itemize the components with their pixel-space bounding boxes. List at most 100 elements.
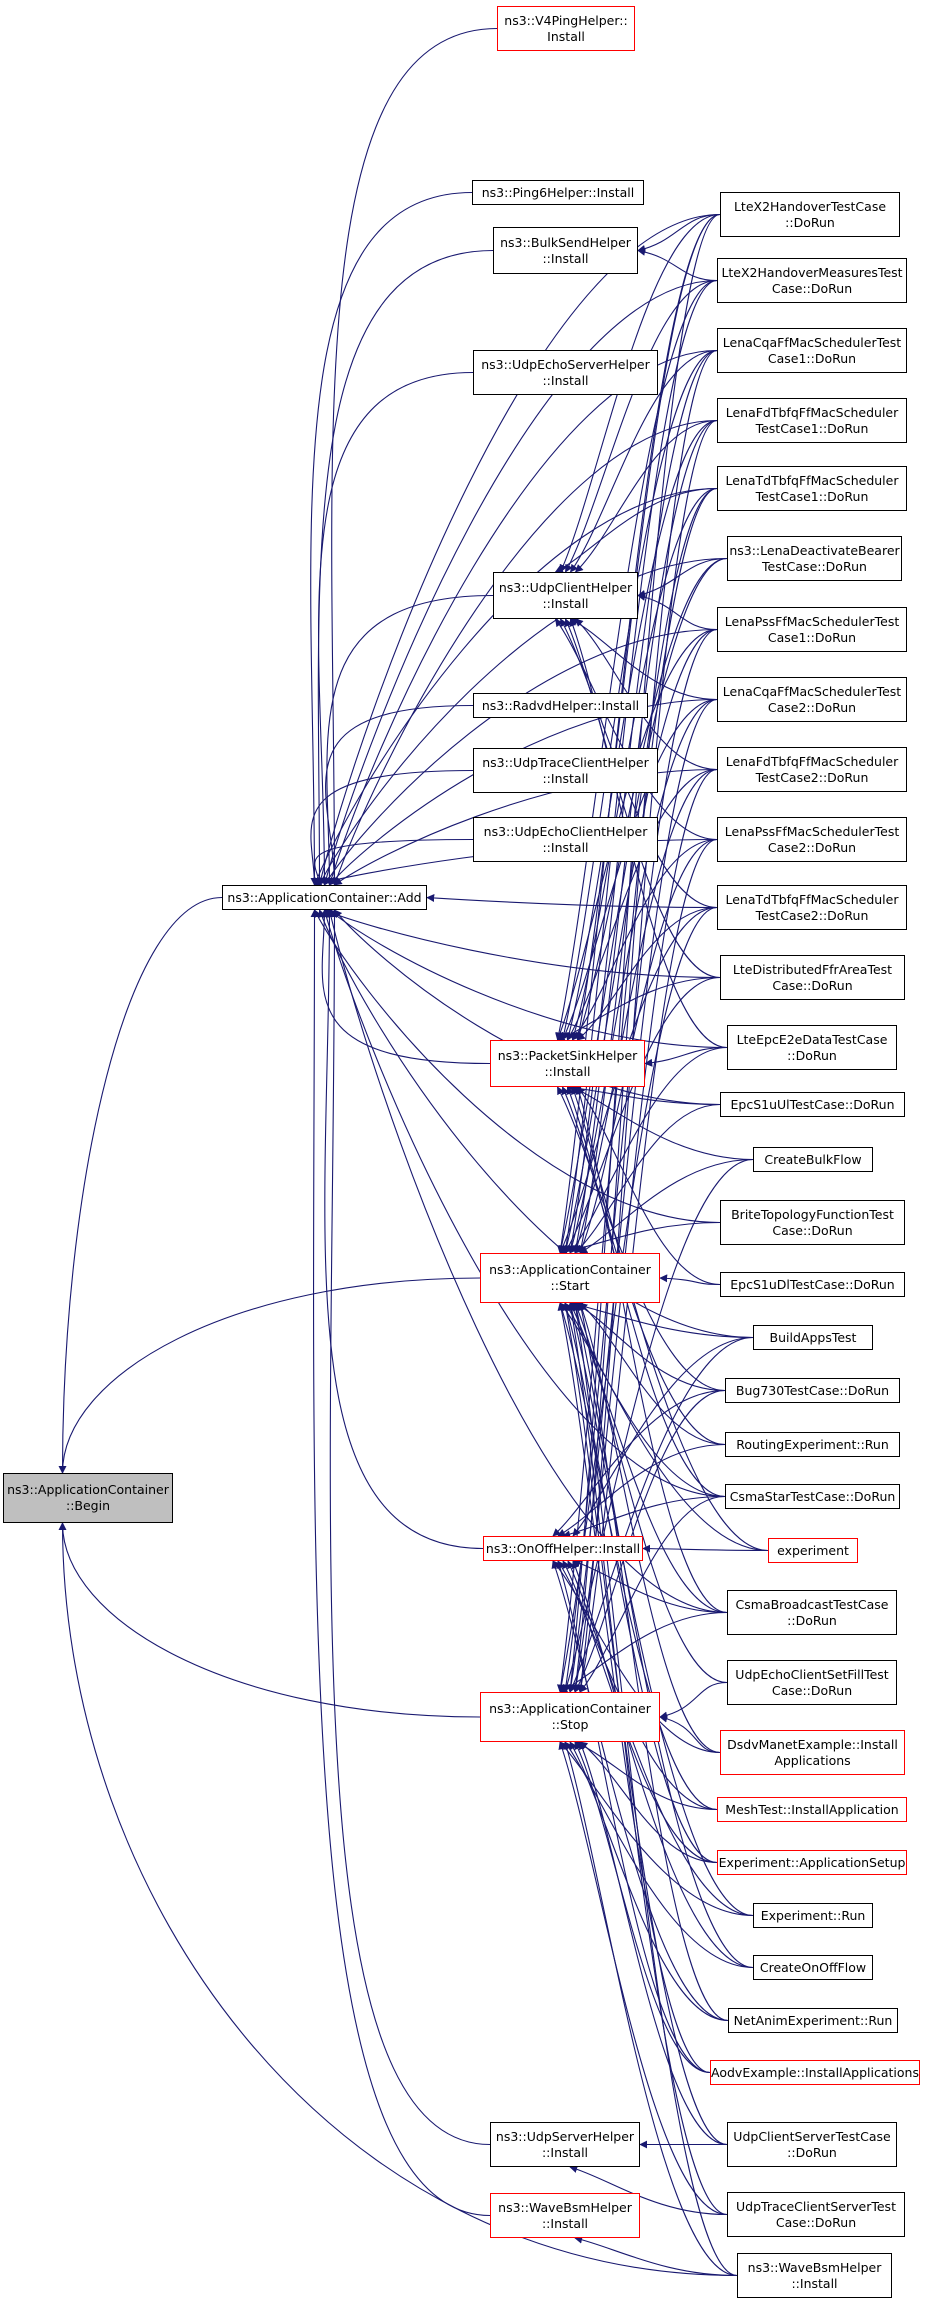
node-ltex2hom[interactable]: LteX2HandoverMeasuresTest Case::DoRun xyxy=(717,258,907,303)
node-udpechofill[interactable]: UdpEchoClientSetFillTest Case::DoRun xyxy=(727,1660,897,1705)
edge-pss1-to-start xyxy=(562,628,718,1254)
node-bug730[interactable]: Bug730TestCase::DoRun xyxy=(725,1378,900,1403)
node-v4ping[interactable]: ns3::V4PingHelper:: Install xyxy=(497,6,635,51)
node-tdtbfq1[interactable]: LenaTdTbfqFfMacScheduler TestCase1::DoRu… xyxy=(717,466,907,511)
edge-aodv-to-stop xyxy=(574,1741,711,2074)
edge-ltex2hom-to-start xyxy=(562,279,718,1254)
node-wavebsm2[interactable]: ns3::WaveBsmHelper ::Install xyxy=(737,2253,892,2298)
edge-udpcs-to-stop xyxy=(578,1741,728,2146)
node-udptracecs[interactable]: UdpTraceClientServerTest Case::DoRun xyxy=(727,2192,905,2237)
edge-udptracecs-to-start xyxy=(567,1302,728,2216)
edge-cqa1-to-start xyxy=(567,349,718,1254)
edge-wavebsm2-to-wavebsm xyxy=(574,2235,738,2277)
edge-brite-to-start xyxy=(559,1221,721,1256)
node-cqa1[interactable]: LenaCqaFfMacSchedulerTest Case1::DoRun xyxy=(717,328,907,373)
edge-ltedistffr-to-packetsink xyxy=(556,976,721,1042)
edge-udpcs-to-start xyxy=(562,1302,728,2146)
node-stop[interactable]: ns3::ApplicationContainer ::Stop xyxy=(480,1692,660,1742)
node-ping6[interactable]: ns3::Ping6Helper::Install xyxy=(472,180,644,205)
node-udpechoclient[interactable]: ns3::UdpEchoClientHelper ::Install xyxy=(473,817,658,862)
edge-ltedistffr-to-add xyxy=(323,909,721,979)
edge-tdtbfq2-to-add xyxy=(426,893,718,909)
node-createbulk[interactable]: CreateBulkFlow xyxy=(753,1147,873,1172)
edge-routingexp-to-start xyxy=(579,1302,726,1446)
edge-pss2-to-stop xyxy=(577,838,718,1693)
edge-tdtbfq1-to-add xyxy=(313,487,718,886)
edge-wavebsm-to-add xyxy=(310,909,491,2217)
edge-csmastar-to-packetsink xyxy=(566,1086,726,1498)
node-add[interactable]: ns3::ApplicationContainer::Add xyxy=(222,885,427,910)
edge-udptracecs-to-stop xyxy=(558,1741,728,2216)
edge-ping6-to-add xyxy=(310,191,473,886)
node-start[interactable]: ns3::ApplicationContainer ::Start xyxy=(480,1253,660,1303)
node-udpechoserver[interactable]: ns3::UdpEchoServerHelper ::Install xyxy=(473,350,658,395)
edge-ltex2hom-to-bulksend xyxy=(637,247,718,282)
edge-pss1-to-add xyxy=(324,628,718,886)
edge-bulksend-to-add xyxy=(315,249,494,886)
edge-ltex2ho-to-stop xyxy=(566,213,721,1693)
edge-ltex2hom-to-add xyxy=(322,279,718,886)
edge-expappsetup-to-stop xyxy=(579,1741,718,1864)
edge-exprun-to-start xyxy=(567,1302,754,1917)
node-lteepce2e[interactable]: LteEpcE2eDataTestCase ::DoRun xyxy=(727,1025,897,1070)
node-udpclient[interactable]: ns3::UdpClientHelper ::Install xyxy=(493,572,638,619)
node-aodv[interactable]: AodvExample::InstallApplications xyxy=(710,2060,920,2085)
node-pss1[interactable]: LenaPssFfMacSchedulerTest Case1::DoRun xyxy=(717,607,907,652)
edge-netanim-to-stop xyxy=(569,1741,729,2022)
edge-createonoff-to-onoff xyxy=(571,1560,754,1969)
node-wavebsm[interactable]: ns3::WaveBsmHelper ::Install xyxy=(490,2193,640,2238)
edge-experiment-to-onoff xyxy=(642,1544,769,1553)
edge-csmabcast-to-packetsink xyxy=(575,1086,728,1614)
edge-wavebsm2-to-begin xyxy=(58,1522,738,2277)
node-tdtbfq2[interactable]: LenaTdTbfqFfMacScheduler TestCase2::DoRu… xyxy=(717,885,907,930)
node-onoff[interactable]: ns3::OnOffHelper::Install xyxy=(483,1536,643,1561)
edge-tdtbfq1-to-udpclient xyxy=(554,487,718,573)
edge-onoff-to-add xyxy=(324,909,484,1550)
node-csmabcast[interactable]: CsmaBroadcastTestCase ::DoRun xyxy=(727,1590,897,1635)
node-fdtbfq2[interactable]: LenaFdTbfqFfMacScheduler TestCase2::DoRu… xyxy=(717,747,907,792)
edge-udpechofill-to-stop xyxy=(659,1681,728,1720)
edge-bug730-to-stop xyxy=(574,1389,726,1693)
node-experiment[interactable]: experiment xyxy=(768,1538,858,1563)
edge-stop-to-begin xyxy=(58,1522,481,1718)
node-packetsink[interactable]: ns3::PacketSinkHelper ::Install xyxy=(490,1040,645,1087)
node-fdtbfq1[interactable]: LenaFdTbfqFfMacScheduler TestCase1::DoRu… xyxy=(717,398,907,443)
node-csmastar[interactable]: CsmaStarTestCase::DoRun xyxy=(725,1484,900,1509)
edge-aodv-to-onoff xyxy=(556,1560,711,2074)
node-radvd[interactable]: ns3::RadvdHelper::Install xyxy=(473,693,648,718)
edge-start-to-begin xyxy=(58,1277,481,1474)
node-deactivate[interactable]: ns3::LenaDeactivateBearer TestCase::DoRu… xyxy=(727,536,902,581)
node-createonoff[interactable]: CreateOnOffFlow xyxy=(753,1955,873,1980)
edge-cqa2-to-udpclient xyxy=(569,618,718,701)
node-ltex2ho[interactable]: LteX2HandoverTestCase ::DoRun xyxy=(720,192,900,237)
node-udptraceclient[interactable]: ns3::UdpTraceClientHelper ::Install xyxy=(473,748,658,793)
edge-fdtbfq1-to-packetsink xyxy=(565,419,718,1041)
edge-epcs1udl-to-start xyxy=(659,1274,721,1286)
node-cqa2[interactable]: LenaCqaFfMacSchedulerTest Case2::DoRun xyxy=(717,677,907,722)
edge-buildapps-to-stop xyxy=(569,1336,754,1693)
edge-lteepce2e-to-add xyxy=(328,909,728,1049)
node-netanim[interactable]: NetAnimExperiment::Run xyxy=(728,2008,898,2033)
edge-ltex2ho-to-add xyxy=(317,213,721,886)
edge-fdtbfq1-to-udpclient xyxy=(574,419,718,573)
node-routingexp[interactable]: RoutingExperiment::Run xyxy=(725,1432,900,1457)
edge-udpechoserver-to-add xyxy=(318,371,474,886)
node-udpcs[interactable]: UdpClientServerTestCase ::DoRun xyxy=(727,2122,897,2167)
edge-csmabcast-to-stop xyxy=(559,1611,728,1693)
node-ltedistffr[interactable]: LteDistributedFfrAreaTest Case::DoRun xyxy=(720,955,905,1000)
node-meshtest[interactable]: MeshTest::InstallApplication xyxy=(717,1797,907,1822)
node-epcs1uul[interactable]: EpcS1uUlTestCase::DoRun xyxy=(720,1092,905,1117)
node-brite[interactable]: BriteTopologyFunctionTest Case::DoRun xyxy=(720,1200,905,1245)
node-exprun[interactable]: Experiment::Run xyxy=(753,1903,873,1928)
node-epcs1udl[interactable]: EpcS1uDlTestCase::DoRun xyxy=(720,1272,905,1297)
node-pss2[interactable]: LenaPssFfMacSchedulerTest Case2::DoRun xyxy=(717,817,907,862)
node-buildapps[interactable]: BuildAppsTest xyxy=(753,1325,873,1350)
node-expappsetup[interactable]: Experiment::ApplicationSetup xyxy=(717,1850,907,1875)
node-udpserver[interactable]: ns3::UdpServerHelper ::Install xyxy=(490,2122,640,2167)
node-dsdv[interactable]: DsdvManetExample::Install Applications xyxy=(720,1730,905,1775)
edge-experiment-to-start xyxy=(564,1302,769,1552)
node-bulksend[interactable]: ns3::BulkSendHelper ::Install xyxy=(493,227,638,274)
edge-pss2-to-start xyxy=(578,838,718,1254)
edge-wavebsm2-to-stop xyxy=(563,1741,738,2277)
